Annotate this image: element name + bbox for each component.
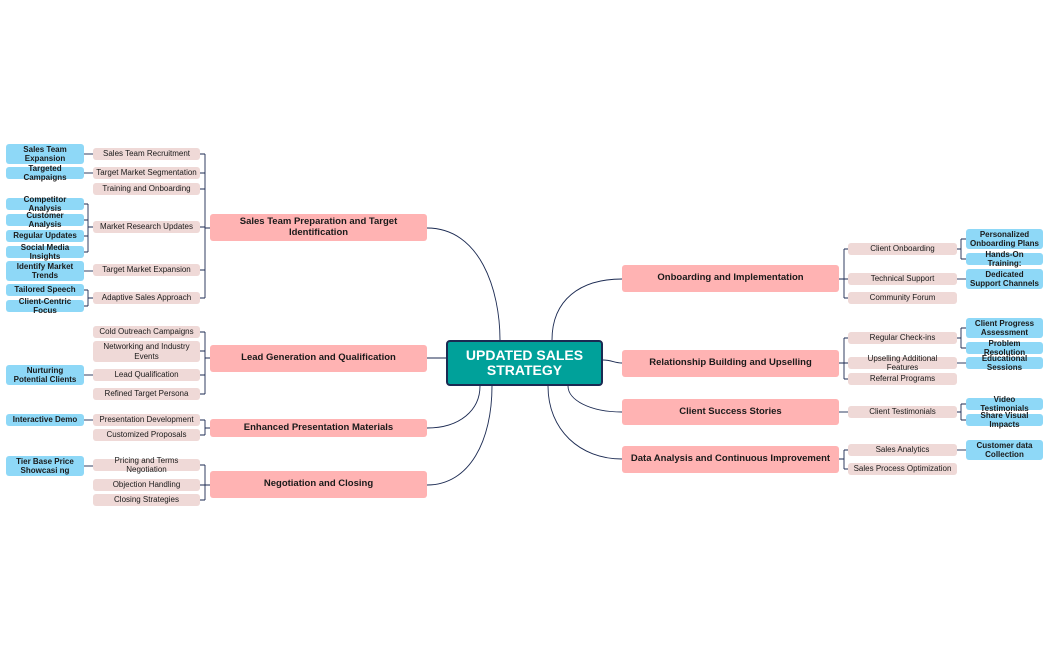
subtopic-target-market-expansion[interactable]: Target Market Expansion xyxy=(93,264,200,276)
subtopic-sales-process-optimization[interactable]: Sales Process Optimization xyxy=(848,463,957,475)
subtopic-community-forum[interactable]: Community Forum xyxy=(848,292,957,304)
leaf-share-visual-impacts[interactable]: Share Visual Impacts xyxy=(966,411,1043,429)
subtopic-client-onboarding[interactable]: Client Onboarding xyxy=(848,243,957,255)
subtopic-training-onboarding[interactable]: Training and Onboarding xyxy=(93,183,200,195)
leaf-personalized-onboarding-plans[interactable]: Personalized Onboarding Plans xyxy=(966,229,1043,249)
leaf-regular-updates[interactable]: Regular Updates xyxy=(6,230,84,242)
leaf-sales-team-expansion[interactable]: Sales Team Expansion xyxy=(6,144,84,164)
leaf-client-progress-assessment[interactable]: Client Progress Assessment xyxy=(966,318,1043,338)
leaf-problem-resolution[interactable]: Problem Resolution xyxy=(966,339,1043,357)
subtopic-refined-target-persona[interactable]: Refined Target Persona xyxy=(93,388,200,400)
branch-client-success[interactable]: Client Success Stories xyxy=(622,399,839,425)
leaf-tier-base-price[interactable]: Tier Base Price Showcasi ng xyxy=(6,456,84,476)
subtopic-networking-events[interactable]: Networking and Industry Events xyxy=(93,341,200,362)
subtopic-target-market-segmentation[interactable]: Target Market Segmentation xyxy=(93,167,200,179)
branch-sales-team-preparation[interactable]: Sales Team Preparation and Target Identi… xyxy=(210,214,427,241)
subtopic-objection-handling[interactable]: Objection Handling xyxy=(93,479,200,491)
subtopic-pricing-negotiation[interactable]: Pricing and Terms Negotiation xyxy=(93,456,200,474)
subtopic-adaptive-sales-approach[interactable]: Adaptive Sales Approach xyxy=(93,292,200,304)
subtopic-sales-analytics[interactable]: Sales Analytics xyxy=(848,444,957,456)
leaf-client-centric-focus[interactable]: Client-Centric Focus xyxy=(6,297,84,315)
leaf-educational-sessions[interactable]: Educational Sessions xyxy=(966,354,1043,372)
branch-negotiation-closing[interactable]: Negotiation and Closing xyxy=(210,471,427,498)
subtopic-client-testimonials[interactable]: Client Testimonials xyxy=(848,406,957,418)
leaf-dedicated-support-channels[interactable]: Dedicated Support Channels xyxy=(966,269,1043,289)
branch-lead-generation[interactable]: Lead Generation and Qualification xyxy=(210,345,427,372)
subtopic-referral-programs[interactable]: Referral Programs xyxy=(848,373,957,385)
subtopic-presentation-development[interactable]: Presentation Development xyxy=(93,414,200,426)
subtopic-market-research-updates[interactable]: Market Research Updates xyxy=(93,221,200,233)
leaf-identify-market-trends[interactable]: Identify Market Trends xyxy=(6,261,84,281)
subtopic-upselling-features[interactable]: Upselling Additional Features xyxy=(848,354,957,372)
leaf-social-media-insights[interactable]: Social Media Insights xyxy=(6,243,84,261)
subtopic-technical-support[interactable]: Technical Support xyxy=(848,273,957,285)
branch-onboarding[interactable]: Onboarding and Implementation xyxy=(622,265,839,292)
leaf-video-testimonials[interactable]: Video Testimonials xyxy=(966,395,1043,413)
subtopic-sales-team-recruitment[interactable]: Sales Team Recruitment xyxy=(93,148,200,160)
leaf-customer-data-collection[interactable]: Customer data Collection xyxy=(966,440,1043,460)
subtopic-customized-proposals[interactable]: Customized Proposals xyxy=(93,429,200,441)
leaf-interactive-demo[interactable]: Interactive Demo xyxy=(6,414,84,426)
branch-relationship-building[interactable]: Relationship Building and Upselling xyxy=(622,350,839,377)
leaf-customer-analysis[interactable]: Customer Analysis xyxy=(6,211,84,229)
leaf-targeted-campaigns[interactable]: Targeted Campaigns xyxy=(6,164,84,182)
leaf-competitor-analysis[interactable]: Competitor Analysis xyxy=(6,195,84,213)
branch-presentation-materials[interactable]: Enhanced Presentation Materials xyxy=(210,419,427,437)
subtopic-regular-check-ins[interactable]: Regular Check-ins xyxy=(848,332,957,344)
leaf-tailored-speech[interactable]: Tailored Speech xyxy=(6,284,84,296)
leaf-hands-on-training[interactable]: Hands-On Training: xyxy=(966,250,1043,268)
root-topic[interactable]: UPDATED SALES STRATEGY xyxy=(446,340,603,386)
branch-data-analysis[interactable]: Data Analysis and Continuous Improvement xyxy=(622,446,839,473)
leaf-nurturing-potential-clients[interactable]: Nurturing Potential Clients xyxy=(6,365,84,385)
subtopic-lead-qualification[interactable]: Lead Qualification xyxy=(93,369,200,381)
subtopic-cold-outreach[interactable]: Cold Outreach Campaigns xyxy=(93,326,200,338)
subtopic-closing-strategies[interactable]: Closing Strategies xyxy=(93,494,200,506)
